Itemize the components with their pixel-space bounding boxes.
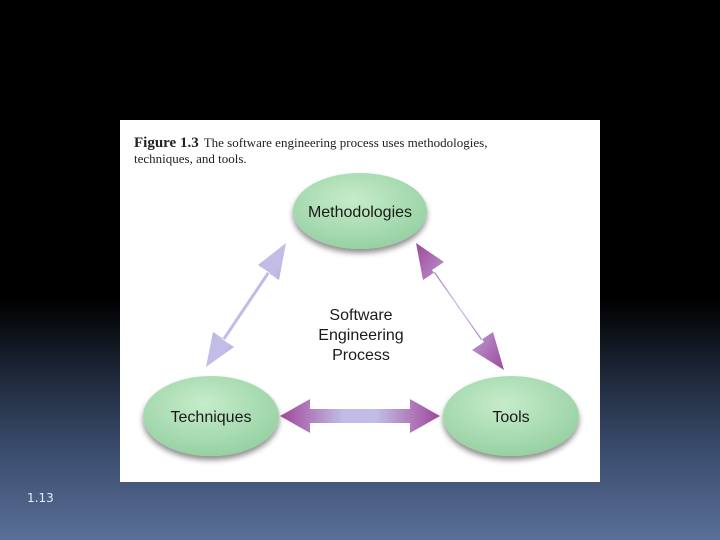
figure-panel: Methodologies Techniques Tools Software … xyxy=(120,120,600,482)
center-label-line1: Software xyxy=(329,307,392,324)
center-label-line2: Engineering xyxy=(318,327,403,344)
node-methodologies-label: Methodologies xyxy=(308,204,412,221)
node-methodologies xyxy=(293,173,427,249)
slide-number: 1.13 xyxy=(27,491,54,505)
node-techniques xyxy=(143,376,279,456)
arrow-techniques-tools xyxy=(280,399,440,433)
node-tools-label: Tools xyxy=(492,409,529,426)
diagram: Methodologies Techniques Tools Software … xyxy=(143,173,579,456)
figure-label: Figure 1.3 xyxy=(134,135,199,151)
node-techniques-label: Techniques xyxy=(171,409,252,426)
arrow-methodologies-tools xyxy=(416,243,504,370)
center-label-line3: Process xyxy=(332,347,390,364)
figure-caption: Figure 1.3 The software engineering proce… xyxy=(134,135,574,167)
caption-line1: The software engineering process uses me… xyxy=(203,135,488,150)
node-tools xyxy=(443,376,579,456)
arrow-methodologies-techniques xyxy=(206,243,286,367)
caption-line2: techniques, and tools. xyxy=(134,151,247,166)
